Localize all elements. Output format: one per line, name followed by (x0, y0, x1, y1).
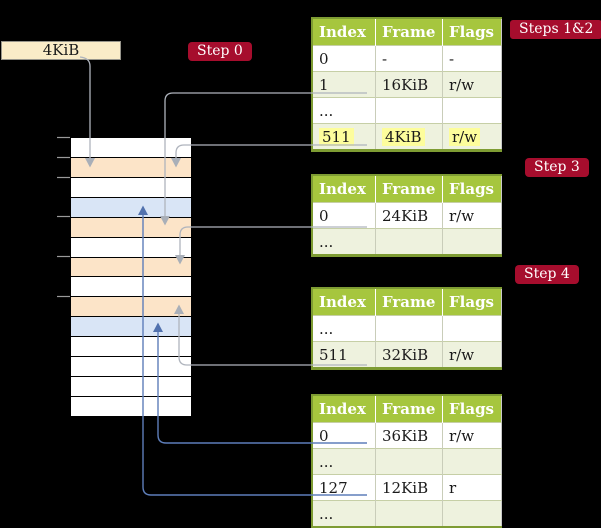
table-row: 127 12KiB r (312, 474, 502, 501)
table-row-highlighted: 511 4KiB r/w (312, 123, 502, 151)
table-row: ... (312, 97, 502, 124)
memory-frame-1 (71, 138, 191, 158)
col-header-flags: Flags (442, 18, 502, 46)
table-row: 0 24KiB r/w (312, 202, 502, 229)
memory-frame-13 (71, 377, 191, 397)
col-header-frame: Frame (375, 395, 443, 423)
memory-frame-3 (71, 177, 191, 198)
col-header-flags: Flags (442, 175, 502, 203)
col-header-frame: Frame (375, 175, 443, 203)
memory-frame-8 (71, 277, 191, 298)
table-row: 0 - - (312, 45, 502, 72)
table-row: ... (312, 315, 502, 342)
memory-frame-5 (71, 217, 191, 238)
memory-frame-11 (71, 337, 191, 358)
page-table-steps12: Index Frame Flags 0 - - 1 16KiB r/w ... (311, 17, 502, 152)
memory-frame-6 (71, 237, 191, 258)
col-header-index: Index (312, 288, 376, 316)
page-table-step4: Index Frame Flags ... 511 32KiB r/w (311, 287, 502, 370)
table-row: ... (312, 500, 502, 528)
memory-frame-9 (71, 297, 191, 318)
memory-frame-10 (71, 317, 191, 338)
highlighted-value: 4KiB (382, 127, 425, 146)
col-header-flags: Flags (442, 395, 502, 423)
table-header-row: Index Frame Flags (312, 288, 502, 316)
table-header-row: Index Frame Flags (312, 395, 502, 423)
tick-marks (57, 136, 70, 298)
badge-step-3: Step 3 (525, 158, 589, 177)
col-header-index: Index (312, 18, 376, 46)
memory-frame-12 (71, 357, 191, 378)
frame-size-box: 4KiB (1, 41, 121, 60)
physical-memory-column (70, 137, 192, 417)
badge-step-0: Step 0 (188, 42, 252, 61)
badge-step-4: Step 4 (515, 265, 579, 284)
table-row: 0 36KiB r/w (312, 422, 502, 449)
table-header-row: Index Frame Flags (312, 18, 502, 46)
memory-frame-2 (71, 157, 191, 178)
highlighted-value: r/w (449, 127, 481, 146)
col-header-frame: Frame (375, 288, 443, 316)
memory-frame-7 (71, 257, 191, 278)
highlighted-value: 511 (319, 127, 354, 146)
col-header-index: Index (312, 175, 376, 203)
table-row: 511 32KiB r/w (312, 341, 502, 369)
page-table-step3: Index Frame Flags 0 24KiB r/w ... (311, 174, 502, 257)
memory-frame-4 (71, 197, 191, 218)
table-row: 1 16KiB r/w (312, 71, 502, 98)
col-header-frame: Frame (375, 18, 443, 46)
memory-frame-14 (71, 396, 191, 416)
table-header-row: Index Frame Flags (312, 175, 502, 203)
col-header-index: Index (312, 395, 376, 423)
badge-steps-1-2: Steps 1&2 (510, 20, 601, 39)
table-row: ... (312, 448, 502, 475)
table-row: ... (312, 228, 502, 256)
col-header-flags: Flags (442, 288, 502, 316)
page-table-leaf: Index Frame Flags 0 36KiB r/w ... 127 12… (311, 394, 502, 528)
